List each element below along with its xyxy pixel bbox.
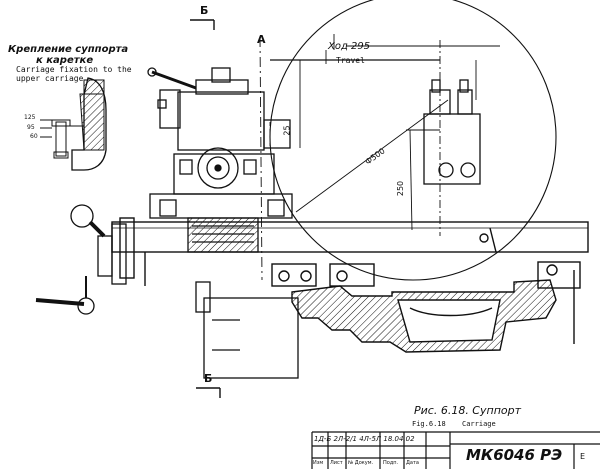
saddle-section	[291, 279, 557, 353]
apron	[195, 281, 299, 379]
inset-title-en-2: upper carriage	[16, 74, 84, 83]
inset-title-en-1: Carriage fixation to the	[16, 65, 132, 74]
inset-detail	[40, 77, 107, 171]
section-arrows	[190, 19, 221, 398]
title-block-col-1: Изм	[313, 460, 324, 466]
figure-caption-en-num: Fig.6.18	[412, 420, 446, 428]
dim-25: 25	[282, 125, 292, 136]
view-mark: А	[257, 33, 266, 46]
dimension-lines	[259, 34, 500, 281]
inset-dim-1: 125	[24, 114, 36, 121]
title-block-col-3: № Докум.	[348, 460, 374, 466]
title-block-col-4: Подп.	[383, 460, 399, 466]
title-block-frame	[311, 431, 600, 469]
section-mark-top: Б	[200, 4, 209, 17]
figure-caption-ru: Рис. 6.18. Суппорт	[414, 404, 522, 417]
dim-250: 250	[396, 180, 406, 197]
title-block-doc-suffix: E	[580, 452, 586, 461]
inset-dim-2: 95	[27, 124, 35, 131]
cutter-holder	[423, 79, 481, 185]
inset-dim-3: 60	[30, 133, 38, 140]
title-block-doc-code: МК6046 РЭ	[466, 446, 563, 464]
title-block-col-2: Лист	[330, 460, 343, 466]
figure-caption-en: Carriage	[462, 420, 496, 428]
tool-post	[147, 67, 291, 151]
inset-title-ru-2: к каретке	[36, 55, 94, 66]
section-mark-bottom: Б	[204, 372, 213, 385]
inset-title-ru-1: Крепление суппорта	[8, 44, 129, 55]
swing-circle	[269, 0, 557, 281]
title-block-header: 1Д-Б 2Л-2/1 4Л-5Л 18.04.02	[314, 435, 415, 443]
title-block-col-5: Дата	[406, 460, 419, 466]
compound-slide	[149, 147, 293, 253]
travel-label-en: Travel	[336, 56, 365, 65]
handwheel	[35, 204, 127, 315]
travel-label-ru: Ход 295	[328, 41, 371, 52]
